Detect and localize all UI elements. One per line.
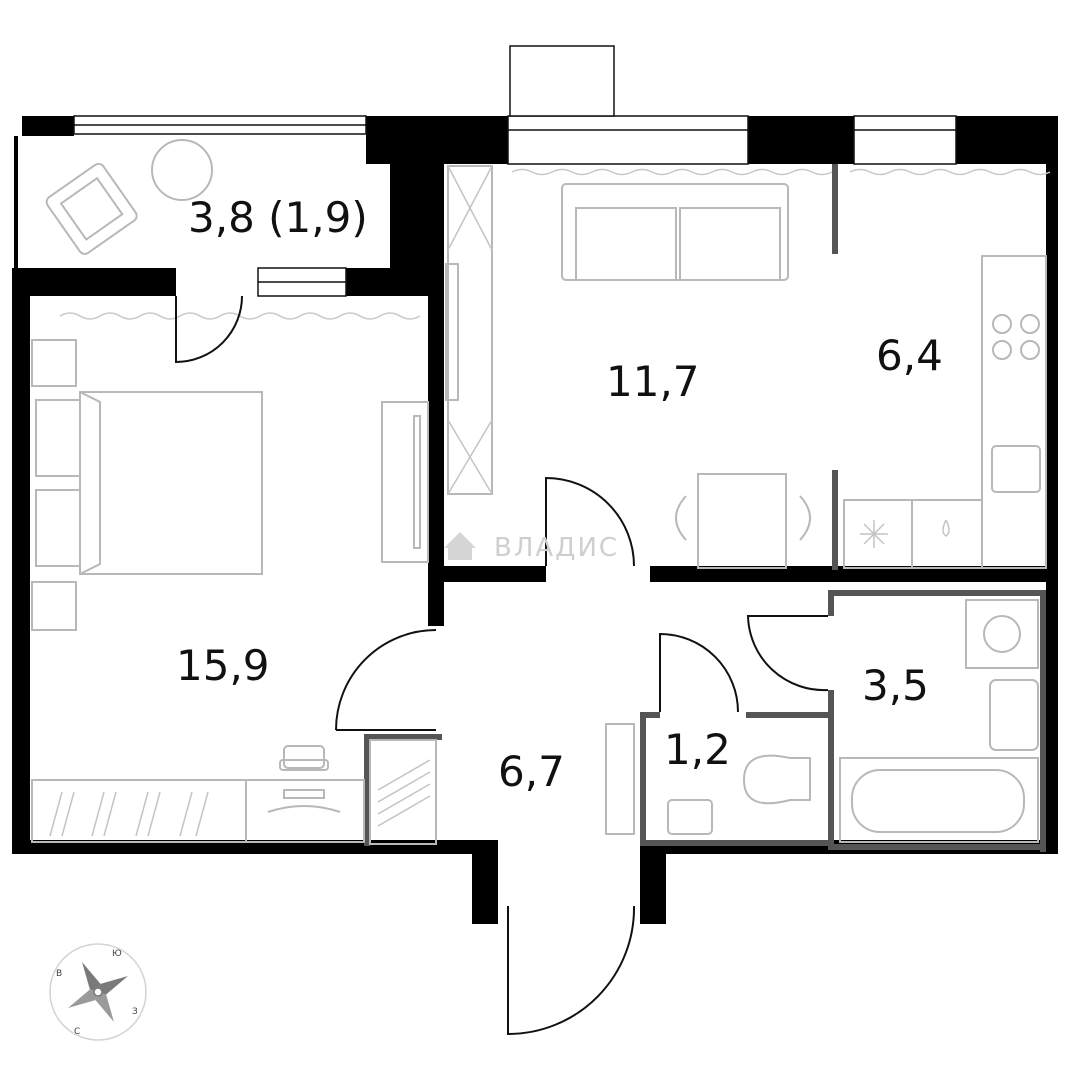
bathroom-fixtures	[839, 599, 1039, 843]
living-area-label: 11,7	[606, 357, 700, 406]
compass-west: З	[132, 1007, 138, 1017]
compass-south: Ю	[112, 949, 122, 959]
kitchen-area-label: 6,4	[876, 331, 943, 380]
watermark: ВЛАДИС	[444, 532, 619, 563]
wc-fixtures	[667, 754, 811, 835]
balcony-area-label: 3,8 (1,9)	[188, 193, 368, 242]
kitchen-furniture	[843, 255, 1047, 569]
watermark-text: ВЛАДИС	[494, 533, 619, 563]
compass-ring	[49, 943, 147, 1041]
bedroom-furniture	[31, 339, 429, 843]
living-furniture	[445, 165, 811, 569]
compass: Ю В З С	[49, 943, 147, 1041]
curtains	[59, 168, 1051, 320]
hall-wardrobe	[369, 723, 635, 845]
partitions	[364, 164, 1046, 852]
windows	[73, 45, 957, 297]
bathroom-area-label: 3,5	[862, 661, 929, 710]
compass-north: С	[74, 1027, 80, 1037]
doors	[175, 295, 829, 1036]
balcony-furniture	[45, 139, 213, 255]
compass-east: В	[56, 969, 62, 979]
bedroom-area-label: 15,9	[176, 641, 270, 690]
room-labels: 3,8 (1,9) 15,9 11,7 6,4 6,7 1,2 3,5	[176, 193, 943, 796]
exterior-walls	[12, 116, 1058, 924]
compass-rose-icon	[67, 961, 129, 1023]
wc-area-label: 1,2	[664, 725, 731, 774]
hall-area-label: 6,7	[498, 747, 565, 796]
